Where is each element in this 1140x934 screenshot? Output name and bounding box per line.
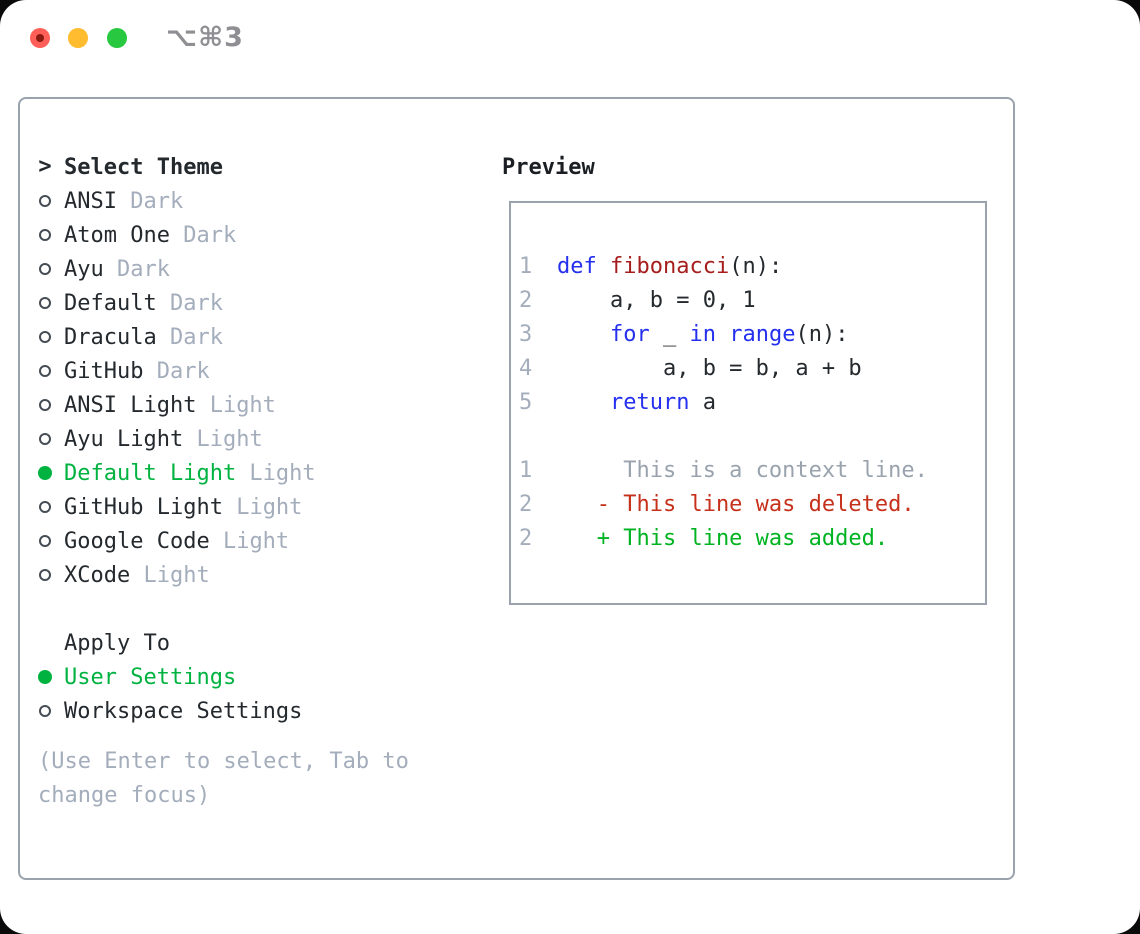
zoom-button[interactable]	[107, 28, 127, 48]
theme-option-atom-one[interactable]: Atom One Dark	[20, 218, 236, 252]
theme-variant: Dark	[156, 324, 223, 350]
apply-option-workspace-settings[interactable]: Workspace Settings	[20, 694, 302, 728]
line-number: 2	[519, 288, 533, 313]
code-line: 5 return a	[519, 386, 985, 420]
theme-variant: Dark	[156, 290, 223, 316]
theme-option-github[interactable]: GitHub Dark	[20, 354, 210, 388]
select-theme-heading-label: Select Theme	[64, 154, 223, 180]
title-bar: ⌥⌘3	[0, 0, 1140, 78]
radio-icon	[39, 535, 51, 547]
theme-option-google-code[interactable]: Google Code Light	[20, 524, 289, 558]
theme-name: Atom One	[64, 222, 170, 248]
apply-option-user-settings[interactable]: User Settings	[20, 660, 236, 694]
minimize-button[interactable]	[68, 28, 88, 48]
theme-variant: Light	[196, 392, 276, 418]
theme-variant: Light	[209, 528, 290, 554]
apply-to-heading: Apply To	[20, 626, 170, 660]
preview-heading: Preview	[502, 154, 595, 180]
theme-option-ansi[interactable]: ANSI Dark	[20, 184, 183, 218]
theme-name: Dracula	[64, 324, 157, 350]
theme-option-github-light[interactable]: GitHub Light Light	[20, 490, 302, 524]
caret-icon: >	[38, 154, 52, 179]
close-button[interactable]	[30, 28, 50, 48]
theme-variant: Light	[130, 562, 210, 588]
theme-option-xcode[interactable]: XCode Light	[20, 558, 210, 592]
radio-icon	[39, 569, 51, 581]
code-line: 1 This is a context line.	[519, 454, 985, 488]
theme-name: ANSI	[64, 188, 117, 214]
theme-variant: Dark	[116, 188, 184, 214]
theme-name: Default	[64, 290, 157, 316]
line-number: 2	[519, 526, 533, 551]
apply-option-label: User Settings	[64, 664, 237, 690]
theme-option-default[interactable]: Default Dark	[20, 286, 223, 320]
theme-variant: Dark	[169, 222, 237, 248]
radio-icon	[39, 501, 51, 513]
theme-variant: Light	[236, 460, 316, 486]
theme-variant: Dark	[103, 256, 170, 282]
code-line	[519, 420, 985, 454]
radio-icon	[39, 297, 51, 309]
theme-variant: Light	[183, 426, 263, 452]
apply-to-heading-label: Apply To	[64, 630, 170, 656]
theme-option-dracula[interactable]: Dracula Dark	[20, 320, 223, 354]
theme-name: Ayu Light	[64, 426, 184, 452]
window-title: ⌥⌘3	[166, 22, 244, 53]
code-line: 3 for _ in range(n):	[519, 318, 985, 352]
theme-option-ansi-light[interactable]: ANSI Light Light	[20, 388, 276, 422]
theme-option-ayu[interactable]: Ayu Dark	[20, 252, 170, 286]
line-number: 2	[519, 492, 533, 517]
line-number: 1	[519, 458, 533, 483]
theme-name: XCode	[64, 562, 131, 588]
code-line: 2 - This line was deleted.	[519, 488, 985, 522]
radio-icon	[39, 229, 51, 241]
line-number: 3	[519, 322, 533, 347]
code-line: 2 a, b = 0, 1	[519, 284, 985, 318]
code-line: 2 + This line was added.	[519, 522, 985, 556]
theme-option-default-light[interactable]: Default Light Light	[20, 456, 316, 490]
apply-option-label: Workspace Settings	[64, 698, 303, 724]
theme-name: GitHub Light	[64, 494, 223, 520]
radio-icon	[38, 670, 52, 684]
radio-icon	[39, 433, 51, 445]
line-number: 4	[519, 356, 533, 381]
radio-icon	[39, 263, 51, 275]
theme-option-ayu-light[interactable]: Ayu Light Light	[20, 422, 263, 456]
select-theme-heading: > Select Theme	[20, 150, 223, 184]
theme-name: Default Light	[64, 460, 237, 486]
line-number: 5	[519, 390, 533, 415]
radio-icon	[39, 365, 51, 377]
theme-name: GitHub	[64, 358, 144, 384]
line-number: 1	[519, 254, 533, 279]
theme-variant: Light	[222, 494, 303, 520]
radio-icon	[38, 466, 52, 480]
radio-icon	[39, 705, 51, 717]
theme-name: ANSI Light	[64, 392, 197, 418]
radio-icon	[39, 331, 51, 343]
theme-name: Google Code	[64, 528, 210, 554]
theme-name: Ayu	[64, 256, 104, 282]
radio-icon	[39, 399, 51, 411]
keyboard-hint: (Use Enter to select, Tab to change focu…	[38, 749, 409, 808]
theme-variant: Dark	[143, 358, 210, 384]
radio-icon	[39, 195, 51, 207]
code-line: 4 a, b = b, a + b	[519, 352, 985, 386]
